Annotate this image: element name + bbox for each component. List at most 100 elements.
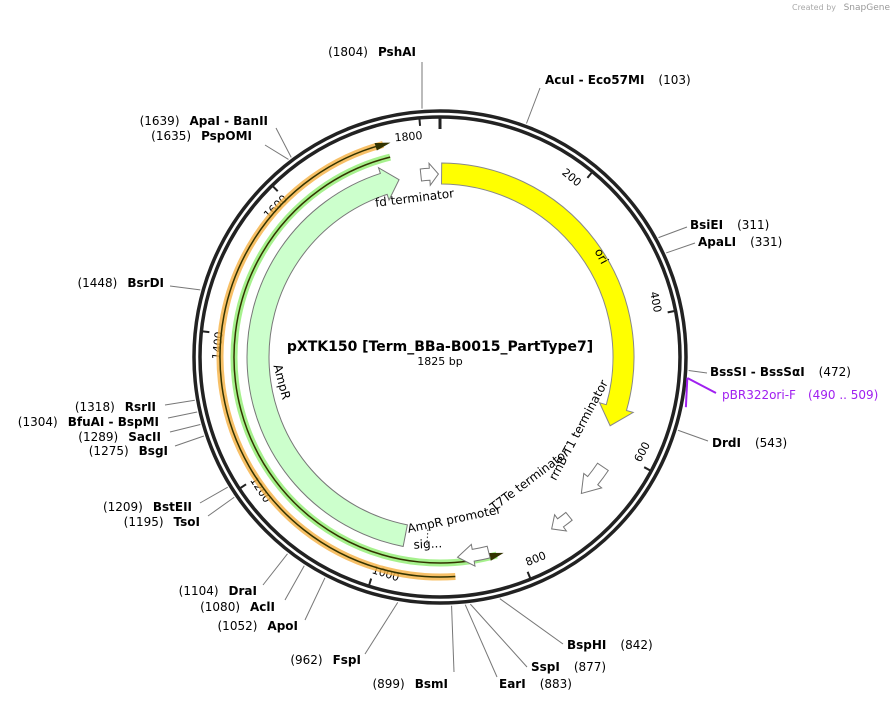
feature-rrnb-t1-terminator[interactable] <box>580 462 609 495</box>
enzyme-label[interactable]: (1289)SacII <box>78 430 161 444</box>
enzyme-site[interactable]: (1639)ApaI - BanII <box>140 114 292 158</box>
enzyme-label[interactable]: (1275)BsgI <box>89 444 168 458</box>
enzyme-label[interactable]: BspHI(842) <box>567 638 653 652</box>
enzyme-leader-line <box>167 411 198 419</box>
enzyme-site[interactable]: ApaLI (331) <box>666 235 782 254</box>
enzyme-site[interactable]: (1209)BstEII <box>103 486 228 514</box>
enzyme-site[interactable]: (1275)BsgI <box>89 435 205 458</box>
enzyme-label[interactable]: DrdI(543) <box>712 436 787 450</box>
feature-ampr[interactable] <box>246 166 408 548</box>
tick-label: 1800 <box>394 129 423 144</box>
enzyme-site[interactable]: (1289)SacII <box>78 424 201 444</box>
enzyme-leader-line <box>275 127 292 158</box>
svg-text:pBR322ori-F(490 .. 509): pBR322ori-F(490 .. 509) <box>722 388 878 402</box>
primer-range: (490 .. 509) <box>808 388 878 402</box>
enzyme-name: PshAI <box>378 45 416 59</box>
enzyme-position: (331) <box>750 235 782 249</box>
enzyme-label[interactable]: (1052)ApoI <box>218 619 299 633</box>
ampr-promoter-label: AmpR promoter <box>406 502 502 536</box>
enzyme-label[interactable]: (1104)DraI <box>179 584 257 598</box>
enzyme-site[interactable]: (1195)TsoI <box>124 496 235 529</box>
sig-divider <box>426 529 429 548</box>
credit-text: Created by <box>792 3 836 12</box>
tick-mark <box>526 571 532 581</box>
primer-mark[interactable] <box>684 377 717 408</box>
enzyme-name: ApaLI <box>698 235 736 249</box>
enzyme-label[interactable]: SspI(877) <box>531 660 606 674</box>
enzyme-name: BssSI - BssSαI <box>710 365 805 379</box>
enzyme-position: (472) <box>819 365 851 379</box>
orange-line-arc <box>219 143 456 578</box>
enzyme-name: BsmI <box>415 677 448 691</box>
enzyme-position: (1052) <box>218 619 258 633</box>
enzyme-label[interactable]: (1639)ApaI - BanII <box>140 114 268 128</box>
enzyme-leader-line <box>169 285 201 291</box>
primer-label[interactable]: pBR322ori-F(490 .. 509) <box>722 388 878 402</box>
enzyme-site[interactable]: BsiEI(311) <box>658 218 770 239</box>
enzyme-position: (962) <box>290 653 322 667</box>
enzyme-site[interactable]: (1104)DraI <box>179 553 288 598</box>
enzyme-label[interactable]: (1304)BfuAI - BspMI <box>18 415 159 429</box>
enzyme-site[interactable]: BssSI - BssSαI (472) <box>688 365 851 379</box>
enzyme-site[interactable]: (1318)RsrII <box>75 399 195 414</box>
enzyme-label[interactable]: BssSI - BssSαI (472) <box>710 365 851 379</box>
tick-mark <box>418 116 422 126</box>
enzyme-position: (1195) <box>124 515 164 529</box>
enzyme-leader-line <box>451 605 455 673</box>
tick-label: 400 <box>647 290 664 313</box>
enzyme-label[interactable]: (1080)AclI <box>200 600 275 614</box>
enzyme-leader-line <box>364 602 399 655</box>
enzyme-leader-line <box>688 369 708 374</box>
enzyme-site[interactable]: (899)BsmI <box>372 605 455 691</box>
feature-ori[interactable] <box>441 162 635 427</box>
enzyme-position: (1080) <box>200 600 240 614</box>
feature-fd-terminator[interactable] <box>419 161 440 187</box>
enzyme-label[interactable]: (1318)RsrII <box>75 400 156 414</box>
enzyme-label[interactable]: (1448)BsrDI <box>77 276 164 290</box>
enzyme-leader-line <box>199 486 228 504</box>
enzyme-label[interactable]: (962)FspI <box>290 653 361 667</box>
tick-label: 200 <box>559 166 583 189</box>
feature-ampr-promoter[interactable] <box>456 543 491 567</box>
enzyme-site[interactable]: (1080)AclI <box>200 565 305 614</box>
enzyme-label[interactable]: EarI(883) <box>499 677 572 691</box>
enzyme-site[interactable]: (1448)BsrDI <box>77 276 201 291</box>
sig-label: sig... <box>413 536 442 551</box>
enzyme-label[interactable]: (1209)BstEII <box>103 500 192 514</box>
enzyme-site[interactable]: DrdI(543) <box>677 429 787 450</box>
enzyme-label[interactable]: (1804) PshAI <box>328 45 416 59</box>
enzyme-leader-line <box>207 496 235 517</box>
enzyme-position: (1209) <box>103 500 143 514</box>
enzyme-name: BsrDI <box>127 276 164 290</box>
enzyme-position: (1104) <box>179 584 219 598</box>
enzyme-name: PspOMI <box>201 129 252 143</box>
feature-t7te-terminator[interactable] <box>551 511 573 532</box>
enzyme-leader-line <box>525 87 541 124</box>
enzyme-site[interactable]: (1804) PshAI <box>328 45 423 109</box>
enzyme-site[interactable]: (962)FspI <box>290 602 399 667</box>
enzyme-name: BfuAI - BspMI <box>68 415 159 429</box>
enzyme-site[interactable]: SspI(877) <box>469 603 606 674</box>
enzyme-label[interactable]: (1635)PspOMI <box>151 129 252 143</box>
enzyme-site[interactable]: AcuI - Eco57MI(103) <box>525 73 691 124</box>
enzyme-site[interactable]: (1304)BfuAI - BspMI <box>18 411 198 429</box>
enzyme-name: BsgI <box>139 444 168 458</box>
enzyme-label[interactable]: (1195)TsoI <box>124 515 200 529</box>
enzyme-site[interactable]: BspHI(842) <box>499 598 653 652</box>
enzyme-site[interactable]: EarI(883) <box>464 604 572 691</box>
enzyme-name: BsiEI <box>690 218 723 232</box>
enzyme-leader-line <box>658 226 688 239</box>
enzyme-label[interactable]: (899)BsmI <box>372 677 448 691</box>
enzyme-site[interactable]: (1635)PspOMI <box>151 129 289 160</box>
enzyme-position: (1804) <box>328 45 368 59</box>
green-line-arc <box>233 156 497 564</box>
enzyme-name: SacII <box>128 430 161 444</box>
enzyme-label[interactable]: AcuI - Eco57MI(103) <box>545 73 691 87</box>
enzyme-position: (883) <box>540 677 572 691</box>
enzyme-label[interactable]: ApaLI (331) <box>698 235 782 249</box>
enzyme-label[interactable]: BsiEI(311) <box>690 218 769 232</box>
snapgene-logo: SnapGene <box>844 3 891 13</box>
enzyme-site[interactable]: (1052)ApoI <box>218 577 326 633</box>
